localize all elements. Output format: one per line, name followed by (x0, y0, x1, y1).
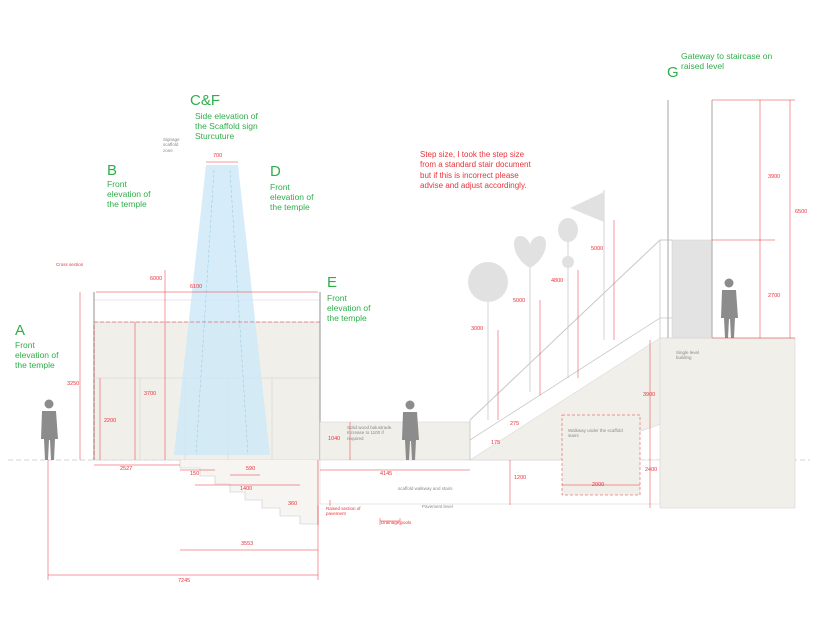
scaffold-walkway-label: scaffold walkway and stairs (398, 486, 453, 491)
dim-275: 275 (510, 421, 520, 427)
dim-5000a: 5000 (513, 298, 526, 304)
raised-section-label: Raised section of pavement (326, 506, 361, 517)
label-b-desc: Front elevation of the temple (107, 179, 151, 209)
dim-3700: 3700 (144, 391, 157, 397)
label-g-desc: Gateway to staircase on raised level (681, 51, 773, 71)
solid-wood-label: Solid wood balustrade. Increase to 1100 … (347, 425, 393, 441)
gateway-panel (671, 239, 713, 339)
oval-sign (558, 218, 578, 242)
label-cf-letter: C&F (190, 92, 220, 109)
drainage-label: Drainage pools (381, 520, 412, 525)
dim-5000b: 5000 (591, 246, 604, 252)
label-g-letter: G (667, 64, 679, 81)
dim-6500: 6500 (795, 209, 808, 215)
dim-700: 700 (213, 153, 223, 159)
dim-2400: 2400 (645, 467, 658, 473)
dim-3900: 3900 (643, 392, 656, 398)
walkway-under-box (561, 414, 641, 496)
person-figure-2 (402, 400, 419, 460)
dim-3000a: 3000 (471, 326, 484, 332)
dim-2527: 2527 (120, 466, 133, 472)
dim-1040: 1040 (328, 436, 341, 442)
signage-zone-label: Signage scaffold zone (163, 137, 180, 153)
dim-2700: 2700 (768, 293, 781, 299)
signage-scaffold (174, 165, 270, 455)
dim-175: 175 (491, 440, 501, 446)
step-size-note: Step size, I took the step size from a s… (420, 150, 531, 191)
dim-3900b: 3900 (768, 174, 781, 180)
round-sign-1 (468, 262, 508, 302)
label-a-letter: A (15, 322, 26, 339)
person-figure-3 (721, 278, 738, 338)
dim-3250: 3250 (67, 381, 80, 387)
pavement-level-label: Pavement level (422, 504, 453, 509)
dim-7245: 7245 (178, 578, 191, 584)
dim-1400: 1400 (240, 486, 253, 492)
label-cf-desc: Side elevation of the Scaffold sign Stur… (195, 111, 258, 141)
dim-3553: 3553 (241, 541, 254, 547)
dim-6000: 6000 (150, 276, 163, 282)
cross-section-label: Cross section (56, 262, 84, 267)
lower-stairs (179, 460, 319, 525)
dim-4800: 4800 (551, 278, 564, 284)
dim-6100: 6100 (190, 284, 203, 290)
walkway-under-label: Walkway under the scaffold stairs (568, 428, 623, 439)
label-d-desc: Front elevation of the temple (270, 182, 314, 212)
label-e-letter: E (327, 274, 338, 291)
dim-360: 360 (288, 501, 298, 507)
dim-4145: 4145 (380, 471, 393, 477)
single-level-building (659, 337, 796, 509)
single-level-label: Single level building (676, 350, 700, 361)
flag-sign (570, 192, 604, 222)
label-b-letter: B (107, 162, 118, 179)
dim-590: 590 (246, 466, 256, 472)
label-e-desc: Front elevation of the temple (327, 293, 371, 323)
heart-sign (514, 236, 546, 268)
label-d-letter: D (270, 163, 281, 180)
label-a-desc: Front elevation of the temple (15, 340, 59, 370)
dim-2000: 2000 (592, 482, 605, 488)
person-figure-1 (41, 399, 58, 460)
dim-150: 150 (190, 471, 200, 477)
dim-1200: 1200 (514, 475, 527, 481)
dim-2200: 2200 (104, 418, 117, 424)
